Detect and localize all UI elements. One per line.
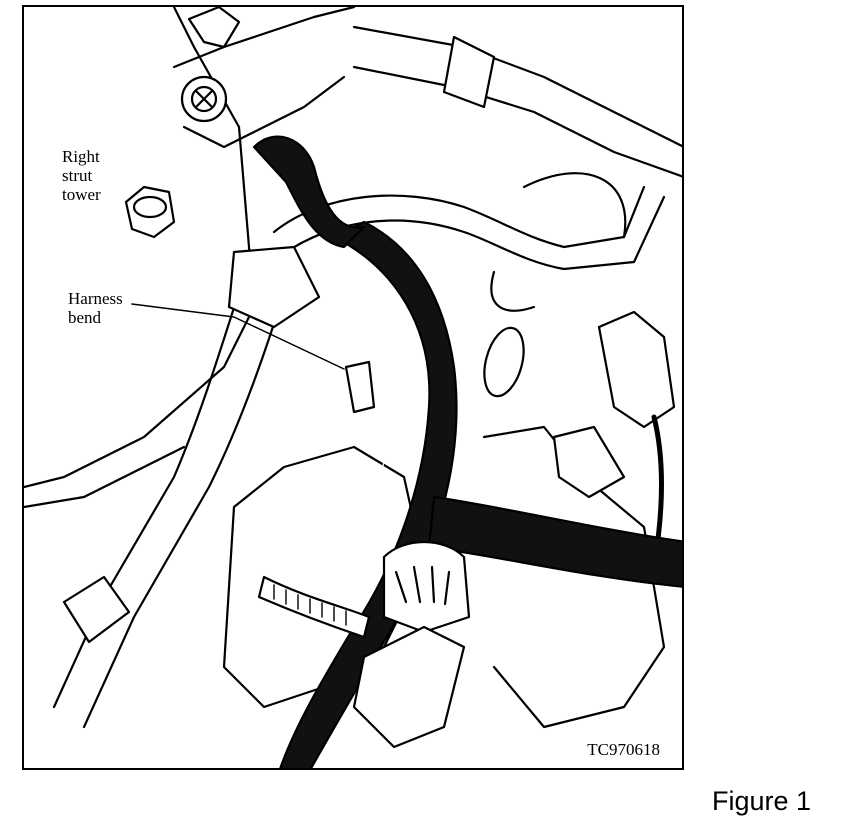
harness-clamp xyxy=(257,575,371,639)
figure-code: TC970618 xyxy=(587,740,660,759)
upper-hose xyxy=(352,25,682,148)
upper-hose-edge xyxy=(352,65,682,178)
strut-cap-nut xyxy=(124,185,176,239)
hose-clamp xyxy=(442,35,496,109)
brake-line xyxy=(52,275,246,709)
top-bracket xyxy=(172,7,356,149)
lower-connector xyxy=(382,540,471,634)
right-strut-tower-label: Right strut tower xyxy=(62,147,101,204)
harness-illustration xyxy=(24,7,682,768)
upper-harness xyxy=(252,135,366,249)
diagram-frame: Right strut tower Harness bend TC970618 xyxy=(22,5,684,770)
strut-tower-panel xyxy=(24,7,256,489)
right-connector xyxy=(597,310,676,429)
figure-caption: Figure 1 xyxy=(712,786,812,816)
grommet xyxy=(483,326,525,398)
lower-connector-boot xyxy=(352,625,466,749)
middle-connector xyxy=(552,425,626,499)
right-bracket xyxy=(482,425,666,729)
tube-loop xyxy=(490,172,627,312)
brake-fitting xyxy=(62,575,131,644)
side-harness xyxy=(427,495,682,588)
bracket-bolt xyxy=(180,75,228,123)
top-connector xyxy=(187,7,241,49)
harness-bend-clip xyxy=(344,360,376,414)
harness-bend-leader xyxy=(131,303,345,370)
panel-edge xyxy=(24,445,186,509)
harness-bend-label: Harness bend xyxy=(68,289,123,327)
brake-line-edge xyxy=(82,290,286,729)
brake-clip xyxy=(227,245,321,329)
